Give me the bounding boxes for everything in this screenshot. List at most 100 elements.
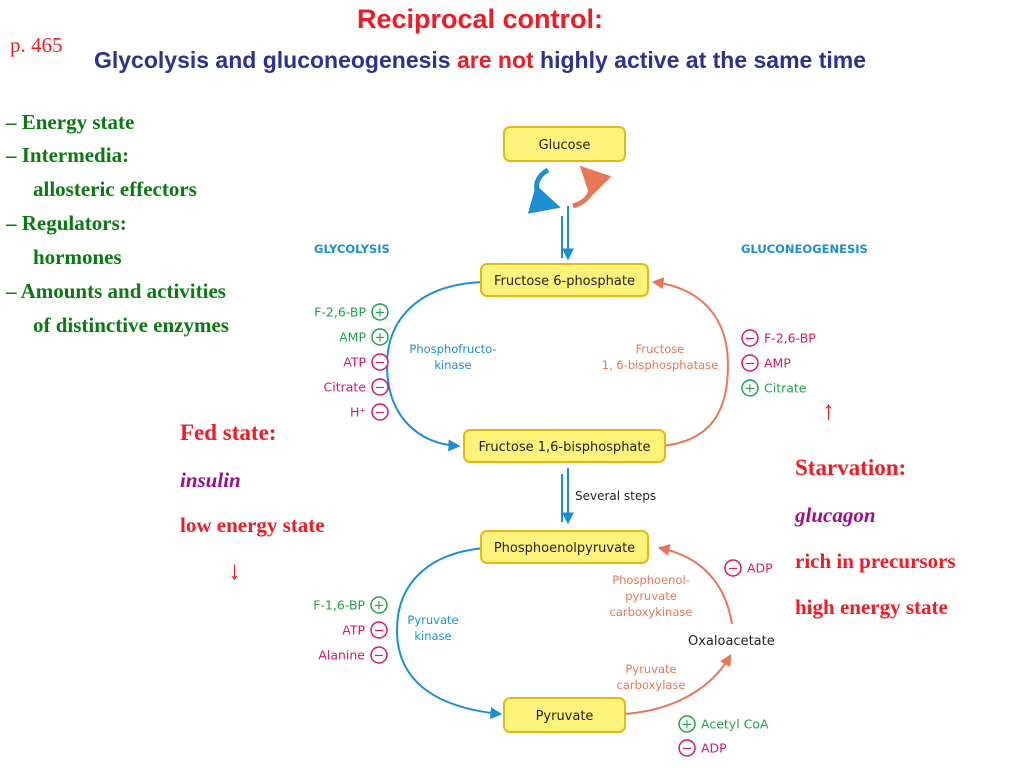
- pk-reaction-arrow: [395, 547, 503, 720]
- pk-effectors: +F-1,6-BP−ATP−Alanine: [313, 596, 388, 664]
- page-reference: p. 465: [10, 33, 63, 57]
- inhibitor-minus-icon: [371, 353, 389, 371]
- effector-sign: +: [745, 382, 756, 397]
- pyruvate-label: Pyruvate: [536, 709, 594, 724]
- pepck-reaction-arrow: [657, 544, 733, 625]
- f16bp-label: Fructose 1,6-bisphosphate: [479, 440, 651, 455]
- activator-plus-icon: [741, 379, 759, 397]
- inhibitor-minus-icon: [370, 621, 388, 639]
- effector-label: ADP: [747, 561, 773, 576]
- effector-label: F-2,6-BP: [764, 331, 816, 346]
- effector-sign: +: [375, 306, 386, 321]
- list-item-amounts: – Amounts and activities: [6, 279, 226, 303]
- effector-label: ATP: [343, 355, 366, 370]
- fbpase-reaction-arrow: [651, 277, 730, 447]
- effector-sign: −: [374, 624, 385, 639]
- f6p-label: Fructose 6-phosphate: [494, 274, 635, 289]
- pepck-label-line2: pyruvate: [625, 589, 677, 603]
- oxaloacetate-label: Oxaloacetate: [688, 634, 775, 649]
- pk-label-line2: kinase: [414, 629, 451, 643]
- glucose-release-arrow: [572, 165, 612, 209]
- pc-label-line1: Pyruvate: [625, 662, 676, 676]
- activator-plus-icon: [371, 303, 389, 321]
- effector-label: F-2,6-BP: [314, 305, 366, 320]
- effector-label: H⁺: [350, 405, 366, 420]
- list-item-energy-state: – Energy state: [6, 110, 135, 134]
- effector-sign: +: [374, 599, 385, 614]
- inhibitor-minus-icon: [678, 739, 696, 757]
- pc-label-line2: carboxylase: [617, 678, 686, 692]
- activator-plus-icon: [678, 715, 696, 733]
- down-arrow-icon: ↓: [228, 556, 241, 585]
- glucose-uptake-arrow: [527, 167, 561, 214]
- pep-box: [480, 530, 649, 564]
- pfk-label-line2: kinase: [434, 358, 471, 372]
- list-item-hormones: hormones: [33, 245, 122, 269]
- glycolysis-label: GLYCOLYSIS: [314, 242, 390, 256]
- pyruvate-box: [503, 697, 626, 733]
- effector-label: AMP: [764, 356, 791, 371]
- fed-state-hormone: insulin: [180, 468, 241, 492]
- pc-effectors: + Acetyl CoA−ADP: [678, 715, 769, 757]
- fbpase-label-line2: 1, 6-bisphosphatase: [602, 358, 718, 372]
- effector-label: F-1,6-BP: [313, 598, 365, 613]
- f16bp-box: [463, 429, 666, 463]
- inhibitor-minus-icon: [741, 354, 759, 372]
- subtitle-part1: Glycolysis and gluconeogenesis: [93, 47, 457, 73]
- pfk-label-line1: Phosphofructo-: [409, 342, 496, 356]
- gluconeogenesis-label: GLUCONEOGENESIS: [741, 242, 868, 256]
- effector-sign: −: [745, 332, 756, 347]
- subtitle-part2: highly active at the same time: [533, 47, 867, 73]
- pepck-label-line3: carboxykinase: [610, 605, 693, 619]
- effector-sign: +: [682, 718, 693, 733]
- effector-label: ATP: [342, 623, 365, 638]
- effector-label: ADP: [701, 741, 727, 756]
- effector-label: Acetyl CoA: [701, 717, 769, 732]
- effector-sign: −: [728, 562, 739, 577]
- starvation-condition-energy: high energy state: [795, 595, 948, 619]
- subtitle-highlight: are not: [456, 47, 534, 73]
- up-arrow-icon: ↑: [822, 396, 835, 425]
- f6p-box: [480, 263, 649, 297]
- pfk-effectors: +F-2,6-BP+AMP−ATP−Citrate−H⁺: [314, 303, 389, 421]
- pk-label-line1: Pyruvate: [407, 613, 458, 627]
- pepck-label-line1: Phosphoenol-: [612, 573, 690, 587]
- several-steps-label: Several steps: [575, 489, 656, 503]
- inhibitor-minus-icon: [370, 646, 388, 664]
- effector-sign: +: [375, 331, 386, 346]
- pepck-effectors: −ADP: [724, 559, 773, 577]
- fed-state-heading: Fed state:: [180, 420, 277, 445]
- inhibitor-minus-icon: [371, 378, 389, 396]
- effector-sign: −: [375, 381, 386, 396]
- fbpase-label-line1: Fructose: [636, 342, 685, 356]
- activator-plus-icon: [371, 328, 389, 346]
- effector-sign: −: [375, 356, 386, 371]
- pep-label: Phosphoenolpyruvate: [494, 541, 635, 556]
- slide-subtitle: Glycolysis and gluconeogenesis are not h…: [20, 45, 940, 75]
- effector-label: AMP: [339, 330, 366, 345]
- effector-sign: −: [375, 406, 386, 421]
- effector-sign: −: [745, 357, 756, 372]
- slide-title: Reciprocal control:: [356, 4, 604, 34]
- fed-state-condition: low energy state: [180, 513, 325, 537]
- effector-sign: −: [374, 649, 385, 664]
- fbpase-effectors: −F-2,6-BP−AMP + Citrate: [741, 329, 816, 397]
- glucose-box: [503, 126, 626, 162]
- effector-label: Citrate: [324, 380, 367, 395]
- list-item-allosteric-effectors: allosteric effectors: [33, 177, 197, 201]
- list-item-regulators: – Regulators:: [6, 211, 127, 235]
- glucose-label: Glucose: [539, 138, 591, 153]
- starvation-condition-precursors: rich in precursors: [795, 549, 956, 573]
- starvation-heading: Starvation:: [795, 455, 907, 480]
- inhibitor-minus-icon: [741, 329, 759, 347]
- inhibitor-minus-icon: [724, 559, 742, 577]
- starvation-hormone: glucagon: [795, 503, 876, 527]
- activator-plus-icon: [370, 596, 388, 614]
- effector-label: Alanine: [318, 648, 365, 663]
- pc-reaction-arrow: [623, 653, 732, 715]
- effector-label: Citrate: [764, 381, 807, 396]
- effector-sign: −: [682, 742, 693, 757]
- list-item-distinctive-enzymes: of distinctive enzymes: [33, 313, 229, 337]
- inhibitor-minus-icon: [371, 403, 389, 421]
